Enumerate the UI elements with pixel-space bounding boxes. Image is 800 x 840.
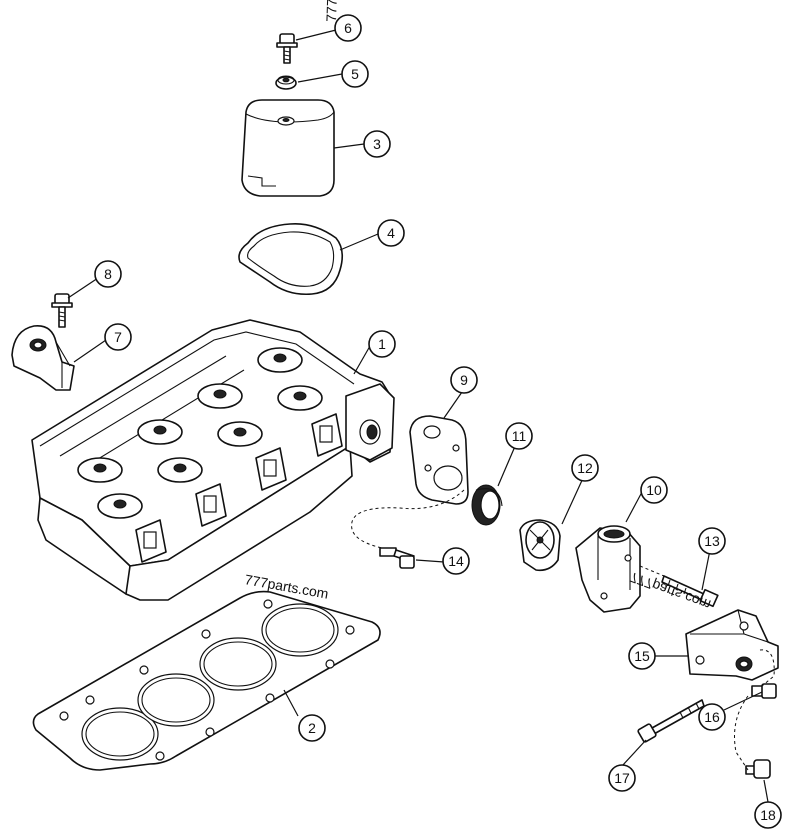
- part-grommet-5: [275, 75, 297, 90]
- callout-7: 7: [104, 323, 132, 351]
- part-bolt-8: [51, 293, 73, 328]
- callout-8: 8: [94, 260, 122, 288]
- callout-18: 18: [754, 801, 782, 829]
- svg-text:2: 2: [308, 720, 316, 736]
- callout-1: 1: [368, 330, 396, 358]
- svg-text:4: 4: [387, 225, 395, 241]
- part-bracket-15: [685, 609, 779, 681]
- watermark-top-fragment: 777: [323, 0, 340, 22]
- callout-11: 11: [505, 422, 533, 450]
- svg-text:10: 10: [646, 482, 662, 498]
- svg-text:18: 18: [760, 807, 776, 823]
- svg-text:17: 17: [614, 770, 630, 786]
- part-bolt-18: [745, 759, 771, 779]
- part-bolt-13: [661, 575, 719, 608]
- part-cylinder-head-1: [31, 319, 395, 601]
- svg-text:6: 6: [344, 20, 352, 36]
- callout-6: 6: [334, 14, 362, 42]
- part-cover-gasket-4: [238, 222, 344, 296]
- part-long-bolt-17: [637, 699, 705, 743]
- svg-text:1: 1: [378, 336, 386, 352]
- svg-text:8: 8: [104, 266, 112, 282]
- part-valve-cover-3: [241, 99, 335, 197]
- svg-text:13: 13: [704, 533, 720, 549]
- part-bolt-6: [276, 33, 298, 64]
- callout-5: 5: [341, 60, 369, 88]
- alignment-lines: [351, 489, 775, 771]
- callout-10: 10: [640, 476, 668, 504]
- callout-4: 4: [377, 219, 405, 247]
- valve-bosses: [77, 347, 323, 519]
- callout-17: 17: [608, 764, 636, 792]
- svg-text:11: 11: [512, 428, 527, 444]
- svg-text:9: 9: [460, 372, 468, 388]
- callout-14: 14: [442, 547, 470, 575]
- svg-text:14: 14: [448, 553, 464, 569]
- part-thermostat-12: [519, 519, 561, 572]
- exhaust-ports: [135, 413, 343, 563]
- callouts: 6 5 3 4 8 7 1 9: [94, 14, 782, 829]
- svg-text:7: 7: [114, 329, 122, 345]
- callout-13: 13: [698, 527, 726, 555]
- part-seal-ring-11: [471, 484, 503, 526]
- part-thermostat-housing-10: [575, 525, 641, 613]
- callout-15: 15: [628, 642, 656, 670]
- part-bolt-14: [379, 547, 415, 569]
- svg-text:5: 5: [351, 66, 359, 82]
- callout-12: 12: [571, 454, 599, 482]
- part-housing-gasket-9: [409, 415, 469, 505]
- callout-16: 16: [698, 703, 726, 731]
- part-bolt-16: [751, 683, 777, 699]
- gasket-bolt-holes: [59, 599, 355, 761]
- callout-3: 3: [363, 130, 391, 158]
- callout-2: 2: [298, 714, 326, 742]
- part-head-gasket-2: [32, 590, 381, 771]
- leader-lines: [67, 29, 769, 803]
- part-lifting-bracket-7: [11, 325, 75, 391]
- callout-9: 9: [450, 366, 478, 394]
- svg-text:3: 3: [373, 136, 381, 152]
- svg-text:12: 12: [577, 460, 593, 476]
- svg-text:16: 16: [704, 709, 720, 725]
- svg-text:15: 15: [634, 648, 650, 664]
